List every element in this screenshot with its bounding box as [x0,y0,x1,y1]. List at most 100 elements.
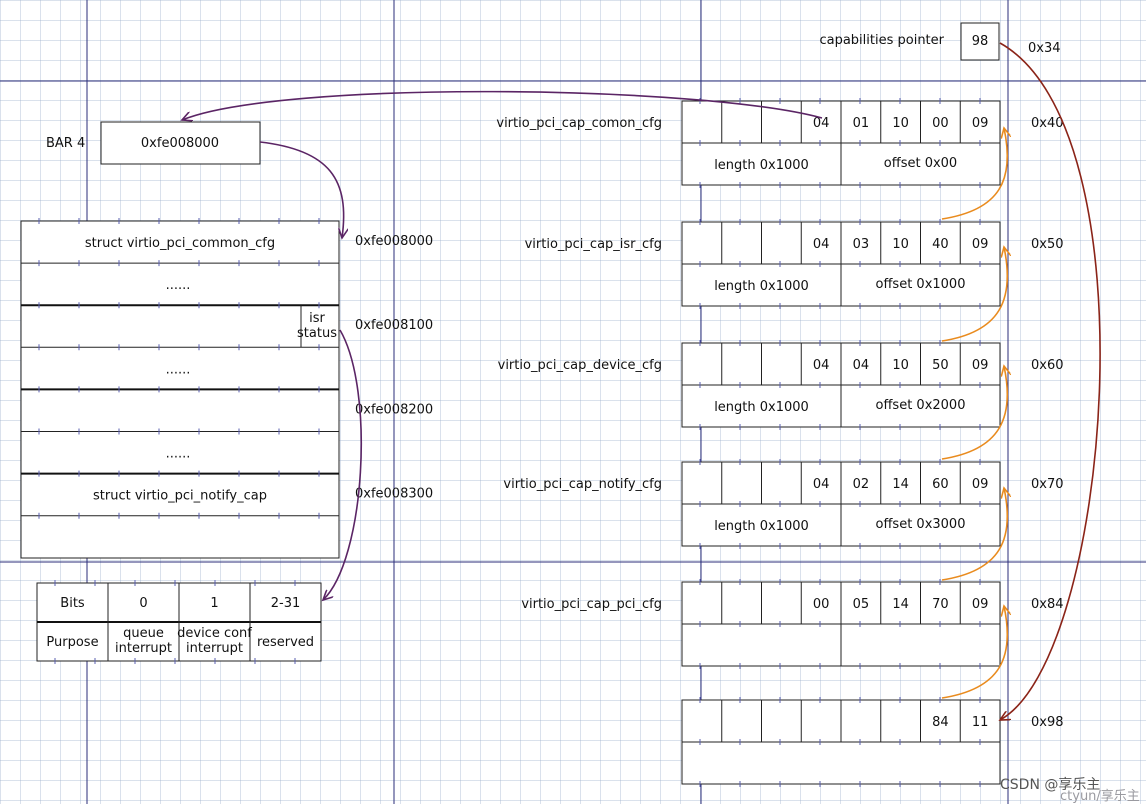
arrow-isr-to-table [323,329,362,600]
capability-byte: 09 [972,237,989,252]
arrow-common-cfg-to-bar4 [182,90,823,120]
watermark: CSDN @享乐主 ctyun/享乐主 [1000,776,1140,804]
capability-byte: 00 [813,597,830,612]
capabilities-pointer-value: 98 [972,34,989,49]
memory-row-address: 0xfe008000 [355,234,433,249]
memory-row-address: 0xfe008300 [355,487,433,502]
capability-offset: 0x40 [1031,116,1064,131]
capability-byte: 70 [932,597,949,612]
capability-length: length 0x1000 [714,519,809,534]
capability-structure: 00 05 14 70 09 virtio_pci_cap_pci_cfg 0x84 [521,579,1064,669]
memory-row-label: struct virtio_pci_common_cfg [85,236,275,251]
memory-map: struct virtio_pci_common_cfg 0xfe008000..… [20,218,433,559]
capability-length: length 0x1000 [714,158,809,173]
arrow-capptr-to-0x98 [1000,42,1101,720]
capability-structure: 04 03 10 40 09 length 0x1000 offset 0x1000 virt… [525,219,1064,309]
arrow-next-0x84-to-0x70 [941,488,1007,581]
capability-byte: 40 [932,237,949,252]
memory-row-label: struct virtio_pci_notify_cap [93,489,267,504]
capability-byte: 84 [932,715,949,730]
capabilities-pointer: capabilities pointer 98 0x34 [819,22,1061,61]
isr-table-purpose-cell: Purpose [46,635,98,650]
capability-offset: 0x50 [1031,237,1064,252]
capability-name: virtio_pci_cap_pci_cfg [521,597,662,612]
capability-list: 04 01 10 00 09 length 0x1000 offset 0x00 virtio… [496,98,1064,787]
capabilities-pointer-box [960,22,1000,61]
bar4-box [100,121,261,165]
watermark-text: CSDN @享乐主 [1000,776,1100,793]
arrow-next-0x60-to-0x50 [941,247,1007,342]
capability-byte: 10 [892,358,909,373]
capability-cfg-offset: offset 0x1000 [876,277,966,292]
isr-table-purpose-cell: reserved [257,635,314,650]
isr-table-purpose-cell: interrupt [186,641,243,656]
capabilities-pointer-label: capabilities pointer [819,33,944,48]
isr-table-header-cell: 0 [139,596,147,611]
capability-byte: 04 [813,477,830,492]
capability-cfg-offset: offset 0x3000 [876,517,966,532]
memory-row-label: ...... [166,362,191,377]
capability-offset: 0x70 [1031,477,1064,492]
capability-byte: 03 [853,237,870,252]
isr-table-header-cell: 2-31 [271,596,301,611]
capability-byte: 11 [972,715,989,730]
arrows [182,42,1101,720]
isr-status-label: status [297,326,337,341]
isr-table-header-cell: 1 [210,596,218,611]
capability-byte: 01 [853,116,870,131]
capability-byte: 09 [972,358,989,373]
capability-byte: 14 [892,597,909,612]
capability-byte: 04 [813,358,830,373]
capability-byte: 09 [972,597,989,612]
capability-offset: 0x98 [1031,715,1064,730]
capability-byte: 04 [813,237,830,252]
capability-cfg-offset: offset 0x00 [884,156,957,171]
memory-row: ...... [21,260,339,293]
capability-byte: 09 [972,477,989,492]
arrow-next-0x98-to-0x84 [941,606,1007,699]
isr-table-purpose-cell: interrupt [115,641,172,656]
capability-byte: 02 [853,477,870,492]
memory-row-address: 0xfe008200 [355,402,433,417]
capability-offset: 0x60 [1031,358,1064,373]
capability-byte: 50 [932,358,949,373]
memory-row-label: ...... [166,447,191,462]
capability-name: virtio_pci_cap_notify_cfg [503,477,662,492]
arrow-next-0x50-to-0x40 [941,128,1007,220]
capability-byte: 60 [932,477,949,492]
capability-length: length 0x1000 [714,279,809,294]
capability-offset: 0x84 [1031,597,1064,612]
memory-row: struct virtio_pci_common_cfg 0xfe008000 [38,218,433,251]
capability-length: length 0x1000 [714,400,809,415]
capability-name: virtio_pci_cap_comon_cfg [496,116,662,131]
capability-byte: 10 [892,237,909,252]
isr-status-label: isr [309,311,325,326]
memory-row-address: 0xfe008100 [355,318,433,333]
capability-byte: 04 [853,358,870,373]
bar4-label: BAR 4 [46,136,85,151]
bar4-value: 0xfe008000 [141,136,219,151]
capability-byte: 05 [853,597,870,612]
capability-structure: 84 11 0x98 [681,697,1064,787]
capability-byte: 04 [813,116,830,131]
memory-row: struct virtio_pci_notify_cap 0xfe008300 [21,470,433,504]
arrow-bar4-to-memory [259,141,344,238]
isr-table-purpose-cell: device conf [177,626,252,641]
memory-row: 0xfe008200 [21,386,433,417]
capability-byte: 09 [972,116,989,131]
memory-row-label: ...... [166,278,191,293]
capability-name: virtio_pci_cap_isr_cfg [525,237,662,252]
isr-table-purpose-cell: queue [123,626,164,641]
capability-byte: 00 [932,116,949,131]
capabilities-pointer-offset: 0x34 [1028,41,1061,56]
memory-row: ...... [21,344,339,377]
capability-cfg-offset: offset 0x2000 [876,398,966,413]
arrow-next-0x70-to-0x60 [941,366,1007,460]
capability-byte: 14 [892,477,909,492]
isr-table-header-cell: Bits [60,596,85,611]
